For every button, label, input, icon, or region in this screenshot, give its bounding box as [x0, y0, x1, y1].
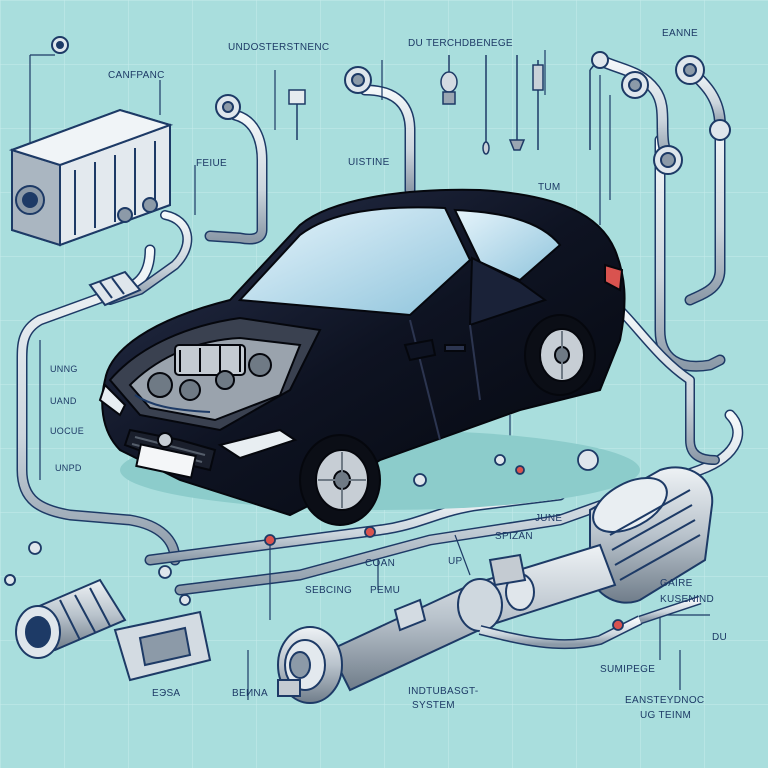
label-du: DU	[712, 632, 728, 643]
label-pemu: PEMU	[370, 585, 401, 596]
label-du-terchdbenege: DU TERCHDBENEGE	[408, 38, 513, 49]
label-kusenind: KUSENIND	[660, 594, 715, 605]
car-icon	[98, 188, 640, 526]
label-system: SYSTEM	[412, 700, 455, 711]
flange-icon	[51, 36, 731, 175]
label-up: UP	[448, 556, 463, 567]
pipe-network	[16, 54, 744, 596]
label-coan: COAN	[365, 558, 396, 569]
label-gaire: GAIRE	[660, 578, 693, 589]
label-indtubasgt: INDTUBASGT-	[408, 686, 479, 697]
label-ebsa: ЕЭSA	[152, 688, 181, 699]
exhaust-tip-icon	[277, 626, 343, 704]
label-feiue: FEIUE	[196, 158, 227, 169]
label-sebcing: SEBCING	[305, 585, 353, 596]
label-uand: UAND	[50, 396, 77, 406]
main-exhaust-pipe	[328, 543, 702, 692]
label-canfpanc: CANFPANC	[108, 70, 165, 81]
label-undosterstnenc: UNDOSTERSTNENC	[228, 42, 330, 53]
label-eanne: EANNE	[662, 28, 698, 39]
label-uistine: UISTINE	[348, 157, 390, 168]
engine-icon	[128, 336, 302, 422]
label-sumipege: SUMIPEGE	[600, 664, 656, 675]
label-benna: BEИNA	[232, 688, 268, 699]
label-tum: TUM	[538, 182, 561, 193]
label-eansteyenoc: EANSTEYDNOC	[625, 695, 705, 706]
gasket-icon	[113, 610, 212, 682]
label-june: JUNE	[535, 513, 563, 524]
label-unng: UNNG	[50, 364, 78, 374]
label-ug-teinm: UG TEINM	[640, 710, 692, 721]
catalytic-converter-icon	[88, 270, 142, 307]
label-unpd: UNPD	[55, 463, 82, 473]
catalytic-converter-icon	[589, 466, 714, 604]
muffler-icon	[8, 108, 174, 247]
flange-icon	[28, 449, 624, 631]
label-uocue: UOCUE	[50, 426, 85, 436]
exhaust-tip-icon	[4, 574, 127, 659]
label-spizan: SPIZAN	[495, 531, 533, 542]
